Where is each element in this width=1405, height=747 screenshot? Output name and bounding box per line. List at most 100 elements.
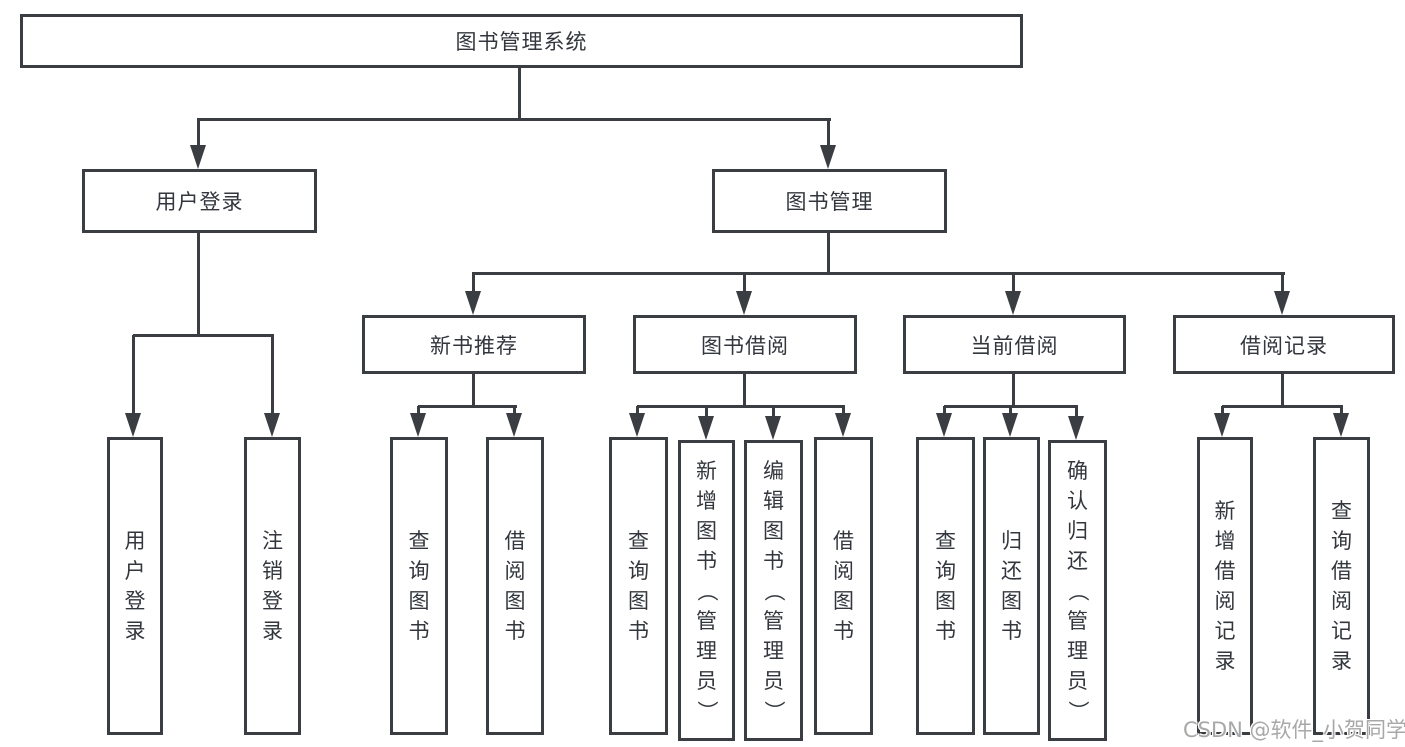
leaf-label: 用户登录 xyxy=(122,526,148,646)
arrow-down-icon xyxy=(1068,416,1084,440)
vertical-char: 阅 xyxy=(504,559,526,583)
vertical-char: 询 xyxy=(935,559,956,583)
vertical-char: 员 xyxy=(1067,668,1088,693)
connector-vline xyxy=(743,374,746,407)
connector-vline xyxy=(1012,374,1015,407)
vertical-char: 录 xyxy=(1214,649,1236,673)
vertical-char: 阅 xyxy=(1331,589,1352,613)
leaf-label: 查询图书 xyxy=(933,526,959,646)
leaf-edit-books-admin: 编辑图书（管理员） xyxy=(744,440,803,741)
node-label: 图书管理系统 xyxy=(455,30,588,54)
arrow-down-icon xyxy=(190,145,206,169)
arrow-down-icon xyxy=(1214,413,1230,437)
vertical-char: 录 xyxy=(124,619,146,643)
connector-hline xyxy=(1222,405,1343,408)
vertical-char: 记 xyxy=(1331,619,1352,643)
vertical-char: 书 xyxy=(1001,619,1022,643)
vertical-char: 书 xyxy=(504,619,526,643)
vertical-char: 借 xyxy=(504,529,526,553)
leaf-return-books: 归还图书 xyxy=(983,437,1040,735)
vertical-char: 图 xyxy=(763,518,784,543)
connector-drop-line xyxy=(132,335,135,417)
vertical-char: 新 xyxy=(696,458,717,483)
vertical-char: 认 xyxy=(1067,488,1088,513)
node-user-login: 用户登录 xyxy=(82,169,317,233)
vertical-char: 管 xyxy=(696,608,717,633)
vertical-char: 编 xyxy=(763,458,784,483)
arrow-down-icon xyxy=(264,413,280,437)
arrow-down-icon xyxy=(506,413,522,437)
node-book-management: 图书管理 xyxy=(712,169,947,233)
vertical-char: 理 xyxy=(1067,638,1088,663)
connector-vline xyxy=(518,68,521,118)
vertical-char: 查 xyxy=(408,529,430,553)
connector-drop-line xyxy=(472,272,475,295)
vertical-char: 书 xyxy=(763,548,784,573)
vertical-char: ） xyxy=(761,700,786,721)
connector-drop-line xyxy=(743,272,746,295)
leaf-add-borrow-record: 新增借阅记录 xyxy=(1197,437,1253,735)
vertical-char: 辑 xyxy=(763,488,784,513)
vertical-char: （ xyxy=(1065,580,1090,601)
vertical-char: 登 xyxy=(124,589,146,613)
arrow-down-icon xyxy=(125,413,141,437)
arrow-down-icon xyxy=(1005,291,1021,315)
vertical-char: 记 xyxy=(1214,619,1236,643)
connector-vline xyxy=(197,233,200,336)
vertical-char: 员 xyxy=(696,668,717,693)
vertical-char: 管 xyxy=(763,608,784,633)
node-label: 新书推荐 xyxy=(430,333,518,358)
vertical-char: 理 xyxy=(696,638,717,663)
vertical-char: 还 xyxy=(1001,559,1022,583)
vertical-char: 书 xyxy=(696,548,717,573)
connector-hline xyxy=(473,272,1285,275)
connector-drop-line xyxy=(1340,406,1343,417)
arrow-down-icon xyxy=(629,413,645,437)
connector-drop-line xyxy=(772,406,775,420)
vertical-char: 图 xyxy=(833,589,854,613)
connector-drop-line xyxy=(1009,406,1012,417)
arrow-down-icon xyxy=(1333,413,1349,437)
vertical-char: 录 xyxy=(262,619,283,643)
connector-drop-line xyxy=(827,118,830,149)
vertical-char: 销 xyxy=(262,559,283,583)
connector-drop-line xyxy=(1075,406,1078,420)
vertical-char: 归 xyxy=(1001,529,1022,553)
vertical-char: 书 xyxy=(833,619,854,643)
vertical-char: 还 xyxy=(1067,548,1088,573)
leaf-user-login: 用户登录 xyxy=(107,437,163,735)
vertical-char: 询 xyxy=(1331,529,1352,553)
vertical-char: 图 xyxy=(504,589,526,613)
leaf-query-borrow-record: 查询借阅记录 xyxy=(1313,437,1370,735)
leaf-label: 注销登录 xyxy=(260,526,286,646)
vertical-char: 增 xyxy=(696,488,717,513)
leaf-borrow-books-recommend: 借阅图书 xyxy=(486,437,544,735)
leaf-label: 归还图书 xyxy=(999,526,1025,646)
vertical-char: 图 xyxy=(696,518,717,543)
vertical-char: 用 xyxy=(124,529,146,553)
vertical-char: 增 xyxy=(1214,529,1236,553)
connector-vline xyxy=(1281,374,1284,407)
connector-hline xyxy=(133,334,274,337)
vertical-char: 管 xyxy=(1067,608,1088,633)
arrow-down-icon xyxy=(1002,413,1018,437)
leaf-label: 编辑图书（管理员） xyxy=(761,456,787,726)
vertical-char: （ xyxy=(761,580,786,601)
connector-drop-line xyxy=(271,335,274,417)
vertical-char: 书 xyxy=(628,619,649,643)
leaf-confirm-return-admin: 确认归还（管理员） xyxy=(1048,440,1107,741)
connector-drop-line xyxy=(943,406,946,417)
connector-drop-line xyxy=(1012,272,1015,295)
vertical-char: 询 xyxy=(628,559,649,583)
connector-vline xyxy=(827,233,830,273)
connector-drop-line xyxy=(1221,406,1224,417)
vertical-char: 借 xyxy=(833,529,854,553)
connector-vline xyxy=(472,374,475,407)
vertical-char: 图 xyxy=(935,589,956,613)
leaf-label: 借阅图书 xyxy=(502,526,528,646)
vertical-char: 新 xyxy=(1214,499,1236,523)
connector-drop-line xyxy=(636,406,639,417)
vertical-char: 询 xyxy=(408,559,430,583)
vertical-char: 户 xyxy=(124,559,146,583)
